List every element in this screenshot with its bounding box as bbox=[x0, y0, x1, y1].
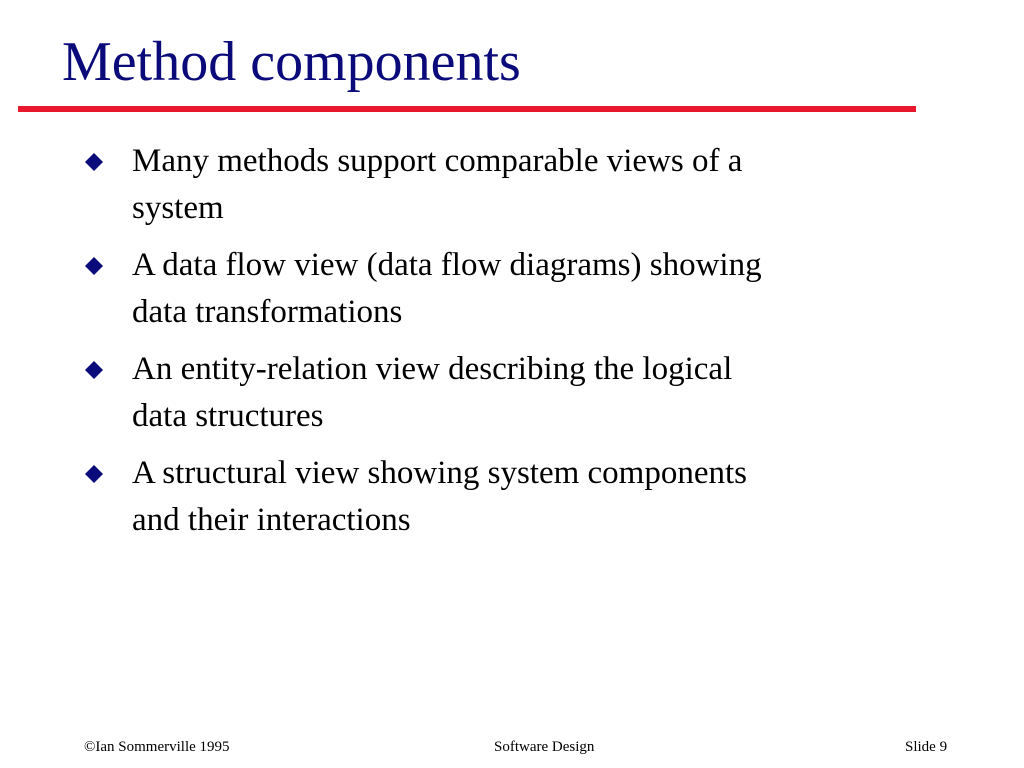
bullet-text-line-2: and their interactions bbox=[132, 502, 411, 538]
bullet-list: Many methods support comparable views of… bbox=[82, 138, 912, 554]
bullet-text-line-2: data transformations bbox=[132, 294, 403, 330]
bullet-text-line-1: A structural view showing system compone… bbox=[132, 455, 748, 491]
diamond-bullet-icon bbox=[85, 257, 103, 275]
footer-copyright: ©Ian Sommerville 1995 bbox=[84, 739, 230, 755]
list-item: An entity-relation view describing the l… bbox=[82, 346, 912, 440]
title-divider bbox=[18, 106, 916, 112]
bullet-text-line-1: An entity-relation view describing the l… bbox=[132, 351, 733, 387]
list-item: A data flow view (data flow diagrams) sh… bbox=[82, 242, 912, 336]
bullet-text-line-1: A data flow view (data flow diagrams) sh… bbox=[132, 247, 762, 283]
list-item: A structural view showing system compone… bbox=[82, 450, 912, 544]
footer-slide-number: Slide 9 bbox=[905, 739, 948, 755]
diamond-bullet-icon bbox=[85, 465, 103, 483]
footer-course-title: Software Design bbox=[494, 739, 595, 755]
list-item: Many methods support comparable views of… bbox=[82, 138, 912, 232]
bullet-text-line-1: Many methods support comparable views of… bbox=[132, 143, 743, 179]
bullet-text-line-2: data structures bbox=[132, 398, 324, 434]
slide-title: Method components bbox=[62, 31, 521, 93]
diamond-bullet-icon bbox=[85, 361, 103, 379]
bullet-text-line-2: system bbox=[132, 190, 224, 226]
diamond-bullet-icon bbox=[85, 153, 103, 171]
